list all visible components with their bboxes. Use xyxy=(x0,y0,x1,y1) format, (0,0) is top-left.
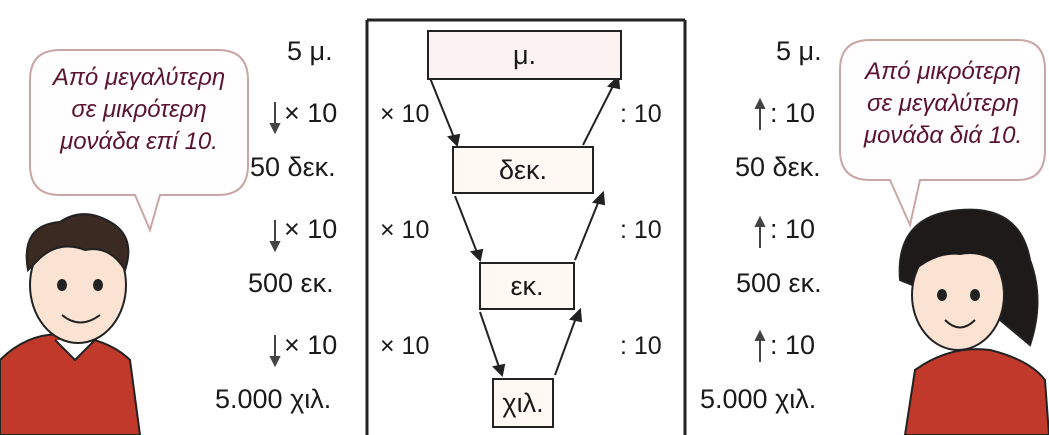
right-value-centimeters: 500 εκ. xyxy=(736,268,822,298)
right-speech-bubble xyxy=(839,39,1046,229)
center-multiply-op: × 10 xyxy=(380,100,430,128)
right-bubble-line: σε μεγαλύτερη xyxy=(867,90,1019,117)
right-value-millimeters: 5.000 χιλ. xyxy=(700,384,817,414)
left-bubble-line: μονάδα επί 10. xyxy=(60,128,218,155)
unit-label: δεκ. xyxy=(498,154,548,185)
center-divide-op: : 10 xyxy=(620,332,662,360)
right-bubble-line: Από μικρότερη xyxy=(865,58,1021,85)
unit-label: εκ. xyxy=(510,270,544,301)
unit-box-millimeters: χιλ. xyxy=(492,378,554,428)
unit-label: χιλ. xyxy=(502,387,544,418)
center-divide-op: : 10 xyxy=(620,216,662,244)
unit-label: μ. xyxy=(512,39,537,70)
funnel-right-arrows xyxy=(554,74,621,376)
right-op: : 10 xyxy=(770,214,816,244)
funnel-left-arrows xyxy=(429,77,506,378)
center-divide-op: : 10 xyxy=(620,100,662,128)
left-bubble-line: Από μεγαλύτερη xyxy=(52,64,226,91)
left-value-meters: 5 μ. xyxy=(287,36,333,66)
left-value-decimeters: 50 δεκ. xyxy=(250,152,336,182)
right-bubble-text: Από μικρότερη σε μεγαλύτερη μονάδα διά 1… xyxy=(843,56,1043,152)
left-op: × 10 xyxy=(284,330,338,360)
center-multiply-op: × 10 xyxy=(380,216,430,244)
left-op: × 10 xyxy=(284,214,338,244)
boy-illustration xyxy=(0,213,142,435)
left-bubble-line: σε μικρότερη xyxy=(71,96,207,123)
unit-box-meters: μ. xyxy=(427,30,622,80)
right-value-meters: 5 μ. xyxy=(776,36,822,66)
left-bubble-text: Από μεγαλύτερη σε μικρότερη μονάδα επί 1… xyxy=(34,62,244,158)
left-speech-bubble xyxy=(29,49,249,233)
unit-box-decimeters: δεκ. xyxy=(452,146,594,194)
left-value-centimeters: 500 εκ. xyxy=(248,268,334,298)
unit-box-centimeters: εκ. xyxy=(479,262,575,310)
right-value-decimeters: 50 δεκ. xyxy=(735,152,821,182)
left-value-millimeters: 5.000 χιλ. xyxy=(215,384,332,414)
right-op: : 10 xyxy=(770,330,816,360)
left-op: × 10 xyxy=(284,98,338,128)
right-up-arrows xyxy=(754,97,766,362)
left-down-arrows xyxy=(269,102,281,368)
girl-illustration xyxy=(898,208,1049,435)
right-bubble-line: μονάδα διά 10. xyxy=(863,122,1023,149)
right-op: : 10 xyxy=(770,98,816,128)
center-multiply-op: × 10 xyxy=(380,332,430,360)
